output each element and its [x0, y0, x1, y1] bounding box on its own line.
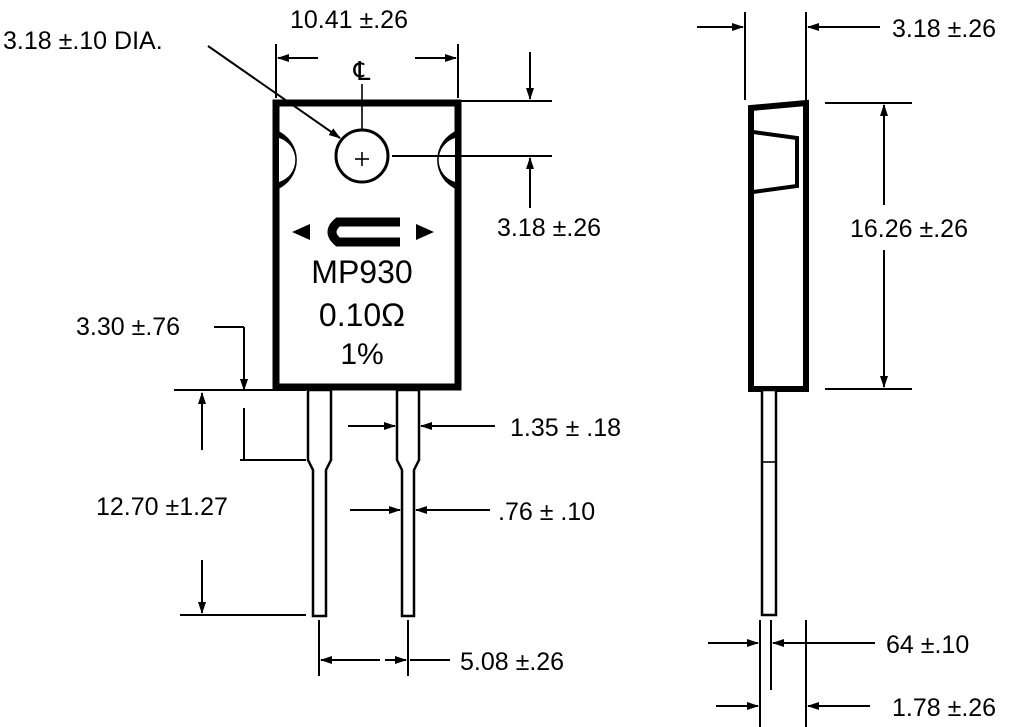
- dim-lead-length: 12.70 ±1.27: [96, 493, 228, 521]
- dim-body-width: 10.41 ±.26: [290, 6, 408, 34]
- dim-body-height: 16.26 ±.26: [850, 215, 968, 243]
- dim-lead-spacing: 5.08 ±.26: [460, 648, 564, 676]
- model-text: MP930: [311, 254, 412, 290]
- tolerance-text: 1%: [340, 338, 383, 371]
- side-view: [748, 99, 809, 617]
- dim-body-thickness: 3.18 ±.26: [892, 15, 996, 43]
- dim-lead-wide-width: 1.35 ± .18: [510, 414, 621, 442]
- dim-hole-offset: 3.18 ±.26: [497, 214, 601, 242]
- side-body: [748, 99, 809, 392]
- dim-lead-thickness: 64 ±.10: [886, 631, 969, 659]
- dim-hole-diameter: 3.18 ±.10 DIA.: [3, 27, 163, 55]
- front-dimensions: 3.18 ±.10 DIA. 10.41 ±.26 3.18 ±.26 3.30…: [3, 6, 621, 676]
- resistance-text: 0.10Ω: [319, 297, 405, 333]
- dim-lead-narrow-width: .76 ± .10: [498, 498, 595, 526]
- brand-logo: [292, 217, 434, 247]
- front-view: MP930 0.10Ω 1% ℄: [272, 56, 462, 618]
- right-lead: [395, 388, 421, 618]
- right-notch-inner: [438, 138, 455, 182]
- left-lead: [306, 388, 333, 618]
- side-dimensions: 3.18 ±.26 16.26 ±.26 64 ±.10 1.78 ±.26: [697, 12, 996, 727]
- centerline-symbol: ℄: [353, 56, 371, 86]
- left-notch-inner: [279, 138, 296, 182]
- side-tab: [752, 130, 799, 194]
- dim-tab-offset: 1.78 ±.26: [892, 694, 996, 722]
- dim-lead-shoulder: 3.30 ±.76: [76, 313, 180, 341]
- side-lead: [760, 388, 778, 617]
